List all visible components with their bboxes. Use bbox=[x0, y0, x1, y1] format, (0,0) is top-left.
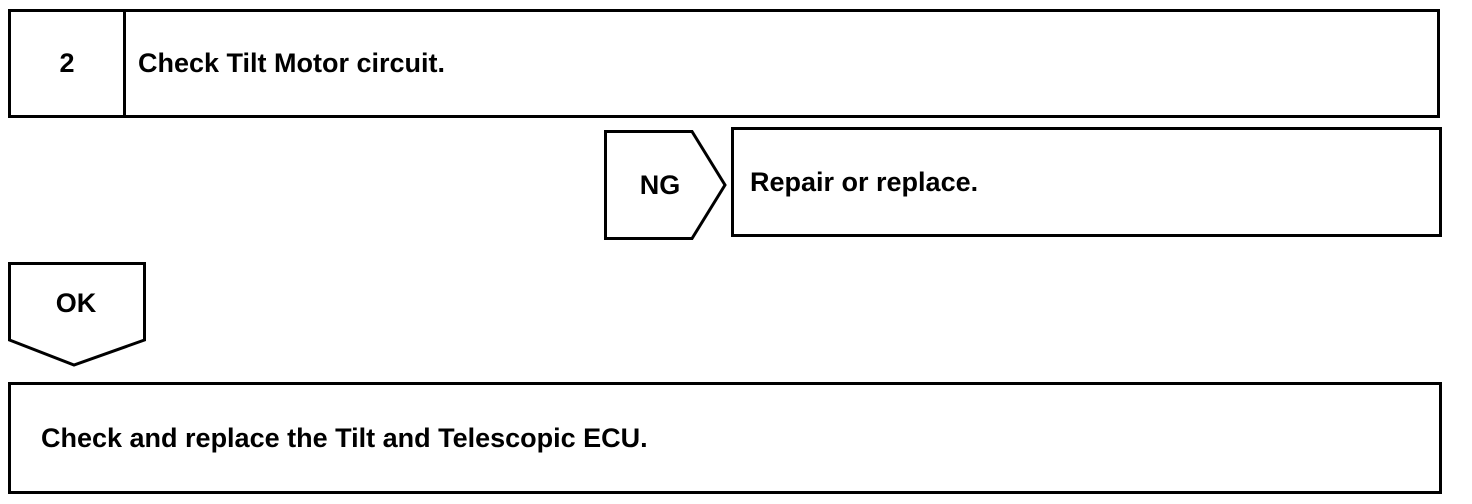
ok-action-box: Check and replace the Tilt and Telescopi… bbox=[8, 382, 1442, 494]
ng-arrow-shape bbox=[604, 130, 727, 240]
step-number: 2 bbox=[11, 12, 126, 115]
step-title: Check Tilt Motor circuit. bbox=[138, 48, 446, 78]
ok-label: OK bbox=[55, 287, 97, 318]
ok-arrow-shape bbox=[8, 262, 146, 367]
step-box: 2 Check Tilt Motor circuit. bbox=[8, 9, 1440, 118]
ng-action-box: Repair or replace. bbox=[731, 127, 1442, 237]
ng-label: NG bbox=[639, 169, 681, 200]
